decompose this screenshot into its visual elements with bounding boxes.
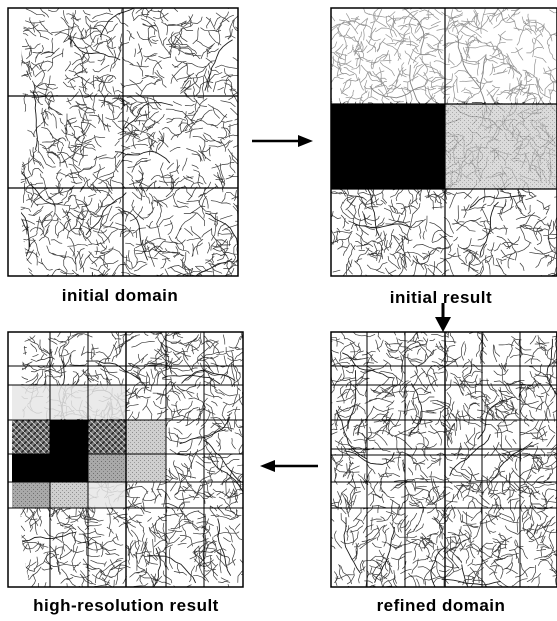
caption-high-resolution-result: high-resolution result [33, 596, 219, 615]
panel-initial-domain [7, 7, 239, 277]
caption-refined-domain: refined domain [376, 596, 506, 615]
panel-initial-result [330, 7, 557, 277]
arrow-down-icon [435, 303, 451, 332]
arrow-right-icon [252, 135, 313, 147]
panel-high-resolution-result [7, 331, 244, 588]
arrow-left-icon [260, 460, 318, 472]
terrain-texture [331, 332, 557, 587]
caption-initial-domain: initial domain [61, 286, 179, 305]
caption-initial-result: initial result [389, 288, 493, 307]
terrain-texture [8, 8, 238, 276]
panel-refined-domain [330, 331, 557, 588]
